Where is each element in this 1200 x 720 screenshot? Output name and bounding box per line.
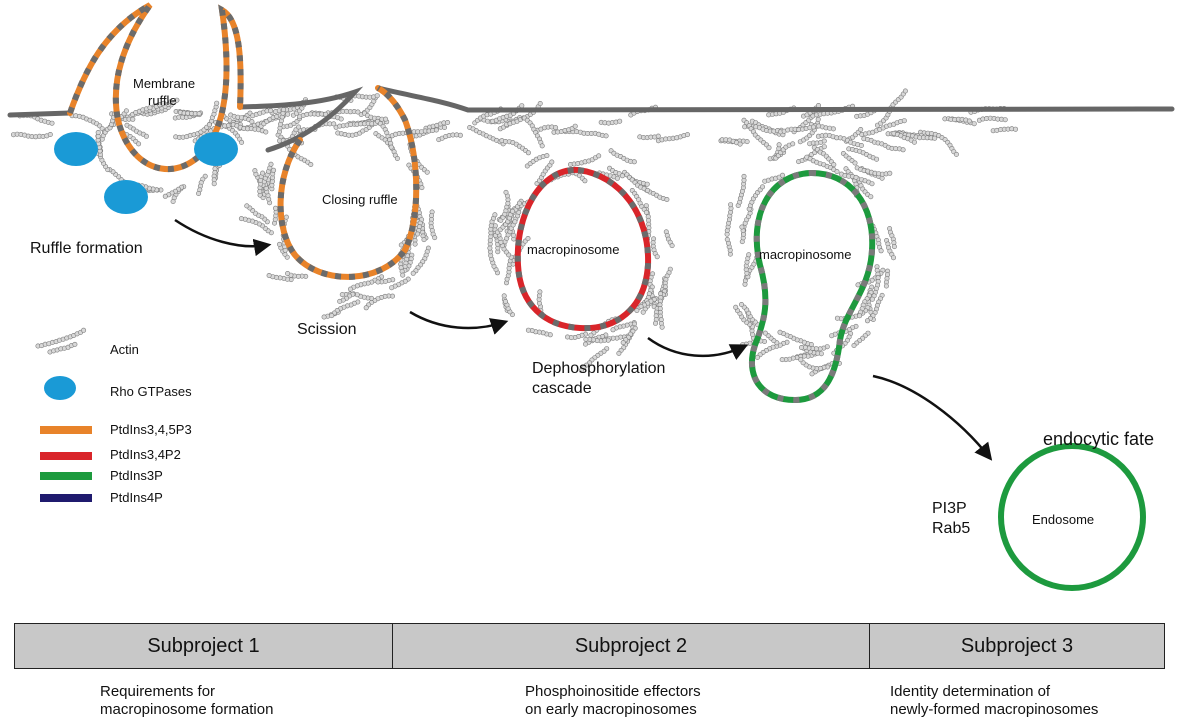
label-endocytic-fate: endocytic fate: [1043, 429, 1155, 449]
arrow-closing-to-macropinosome: [409, 310, 509, 335]
label-macropinosome-2: macropinosome: [759, 247, 852, 262]
label-macropinosome-1: macropinosome: [527, 242, 620, 257]
rho-gtpase-icon: [44, 376, 76, 400]
legend-swatch-pi4p: [40, 494, 92, 502]
label-rab5: Rab5: [932, 520, 971, 537]
subproject-1-desc-line-2: macropinosome formation: [100, 701, 274, 718]
label-endosome: Endosome: [1032, 512, 1095, 527]
label-scission: Scission: [297, 321, 357, 338]
subproject-2-title: Subproject 2: [574, 634, 688, 657]
subproject-3-description: Identity determination of newly-formed m…: [890, 683, 1098, 719]
subproject-1-desc-line-1: Requirements for: [100, 683, 216, 700]
rho-gtpases: [54, 132, 238, 214]
arrow-to-endosome: [872, 374, 993, 461]
label-membrane-ruffle-1: Membrane: [133, 76, 196, 91]
label-dephosphorylation-1: Dephosphorylation: [532, 360, 666, 377]
legend-label-pi3p: PtdIns3P: [110, 468, 163, 483]
arrow-formation-to-closing: [174, 218, 272, 257]
subproject-2-desc-line-1: Phosphoinositide effectors: [525, 683, 701, 700]
legend-label-pi4p: PtdIns4P: [110, 490, 163, 505]
subproject-1-description: Requirements for macropinosome formation: [100, 683, 273, 719]
legend-symbols: [35, 327, 92, 502]
label-ruffle-formation: Ruffle formation: [30, 240, 143, 257]
macropinosome-green: [748, 169, 876, 404]
label-pi3p: PI3P: [932, 500, 967, 517]
label-closing-ruffle: Closing ruffle: [322, 192, 398, 207]
legend-swatch-pip3: [40, 426, 92, 434]
subproject-2-description: Phosphoinositide effectors on early macr…: [525, 683, 701, 719]
legend-swatch-pi34p2: [40, 452, 92, 460]
arrow-macropinosome-to-green: [647, 336, 749, 360]
process-arrows: [174, 218, 993, 461]
legend-swatch-pi3p: [40, 472, 92, 480]
closing-ruffle: [277, 85, 420, 280]
actin-filament-icon: [35, 327, 87, 355]
legend-label-pi34p2: PtdIns3,4P2: [110, 447, 181, 462]
endosome: [998, 443, 1146, 591]
subproject-3-bar: Subproject 3: [869, 623, 1165, 669]
legend-label-rho-gtpases: Rho GTPases: [110, 384, 192, 399]
legend-label-actin: Actin: [110, 342, 139, 357]
subproject-3-desc-line-1: Identity determination of: [890, 683, 1051, 700]
legend-label-pip3: PtdIns3,4,5P3: [110, 422, 192, 437]
subproject-2-desc-line-2: on early macropinosomes: [525, 701, 697, 718]
subproject-2-bar: Subproject 2: [392, 623, 870, 669]
subproject-1-title: Subproject 1: [147, 634, 260, 657]
membrane-ruffle: [67, 2, 244, 173]
macropinosome-red: [514, 166, 652, 332]
actin-network: [11, 88, 1018, 377]
subproject-3-title: Subproject 3: [960, 634, 1074, 657]
label-dephosphorylation-2: cascade: [532, 380, 592, 397]
subproject-3-desc-line-2: newly-formed macropinosomes: [890, 701, 1099, 718]
subproject-1-bar: Subproject 1: [14, 623, 393, 669]
plasma-membrane: [7, 85, 1175, 153]
label-membrane-ruffle-2: ruffle: [148, 93, 177, 108]
